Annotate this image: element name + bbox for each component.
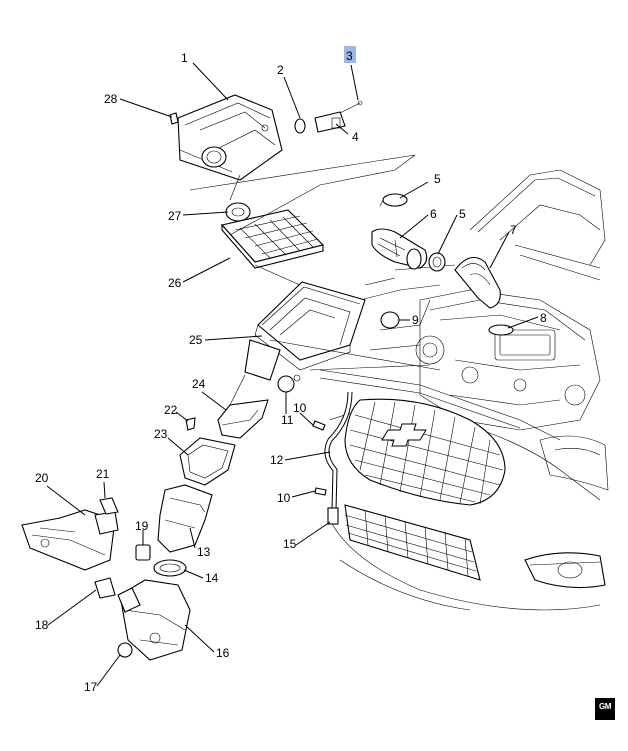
callout-highlight (344, 46, 356, 63)
callout-8: 8 (540, 311, 547, 325)
air-inlet-duct (217, 399, 269, 439)
callout-20: 20 (35, 471, 49, 485)
callout-10b: 10 (277, 491, 291, 505)
callout-10: 10 (293, 401, 307, 415)
front-air-inlet (157, 484, 213, 553)
callout-5: 5 (434, 172, 441, 186)
callout-26: 26 (168, 276, 182, 290)
mass-airflow-sensor (294, 100, 363, 134)
callout-5b: 5 (459, 207, 466, 221)
callout-6: 6 (430, 207, 437, 221)
air-intake-hose (454, 256, 514, 336)
air-cleaner-upper-housing (177, 94, 283, 181)
callout-27: 27 (168, 209, 182, 223)
callout-22: 22 (164, 403, 178, 417)
callout-9: 9 (412, 313, 419, 327)
air-inlet-resonator (21, 509, 119, 571)
bolt (312, 420, 327, 496)
callout-2: 2 (277, 63, 284, 77)
screw (185, 417, 196, 431)
callout-21: 21 (96, 467, 110, 481)
callout-17: 17 (84, 680, 98, 694)
bolt (169, 112, 179, 125)
bracket (99, 497, 119, 515)
hose-clamp (379, 193, 446, 272)
callout-7: 7 (510, 223, 517, 237)
callout-12: 12 (270, 453, 284, 467)
mount-grommet (117, 642, 133, 658)
resonator-seal (94, 577, 116, 599)
callout-18: 18 (35, 618, 49, 632)
callout-14: 14 (205, 571, 219, 585)
callout-4: 4 (352, 130, 359, 144)
retainer (135, 544, 151, 561)
air-intake-duct (371, 228, 428, 270)
callout-1: 1 (181, 51, 188, 65)
callout-15: 15 (283, 537, 297, 551)
callout-23: 23 (154, 427, 168, 441)
vehicle-front-drawing (319, 169, 609, 611)
gm-logo-text: GM (599, 702, 611, 711)
callout-28: 28 (104, 92, 118, 106)
leader-lines (46, 62, 539, 687)
callout-24: 24 (192, 377, 206, 391)
duct-seal (179, 437, 236, 486)
callout-19: 19 (135, 519, 149, 533)
inlet-seal (153, 559, 187, 577)
callout-11: 11 (281, 413, 294, 427)
grommet (380, 311, 400, 329)
air-cleaner-lower-housing (244, 281, 366, 382)
insulator (277, 375, 295, 393)
callout-labels: 1 2 3 4 5 6 5 7 8 9 10 11 12 10 15 28 27… (35, 49, 547, 694)
gm-logo: GM (595, 698, 615, 720)
callout-3: 3 (346, 49, 353, 63)
callout-13: 13 (197, 545, 211, 559)
callout-25: 25 (189, 333, 203, 347)
assembly-guide-lines (189, 154, 441, 406)
callout-16: 16 (216, 646, 230, 660)
drain-hose (324, 391, 353, 525)
lower-resonator (117, 579, 191, 661)
air-cleaner-seal (225, 202, 251, 222)
